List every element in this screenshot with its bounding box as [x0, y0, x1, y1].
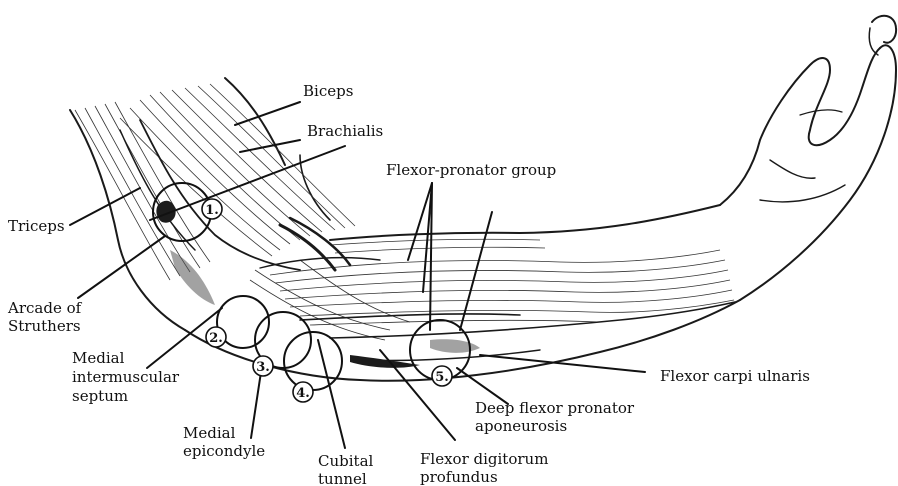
- site-ring-4: [284, 332, 342, 390]
- label-flexor-pronator-group: Flexor-pronator group: [386, 161, 556, 179]
- biceps-fibres: [120, 84, 355, 256]
- triceps-fibres: [75, 102, 210, 280]
- label-brachialis: Brachialis: [307, 122, 383, 140]
- svg-text:3.: 3.: [256, 360, 270, 375]
- label-triceps: Triceps: [8, 217, 65, 235]
- label-cubital-tunnel: Cubital tunnel: [318, 452, 378, 486]
- anatomy-labels: Biceps Brachialis Flexor-pronator group …: [7, 82, 810, 486]
- site-marker-3: 3.: [253, 356, 273, 376]
- label-medial-intermuscular-septum: Medial intermuscular septum: [72, 349, 184, 405]
- svg-text:5.: 5.: [435, 370, 449, 385]
- label-flexor-digitorum-profundus: Flexor digitorum profundus: [420, 450, 553, 486]
- site-marker-5: 5.: [432, 366, 452, 386]
- label-flexor-carpi-ulnaris: Flexor carpi ulnaris: [660, 367, 810, 385]
- site-marker-2: 2.: [206, 327, 226, 347]
- site-marker-1: 1.: [202, 199, 222, 219]
- label-biceps: Biceps: [303, 82, 353, 100]
- label-deep-flexor-pronator-aponeurosis: Deep flexor pronator aponeurosis: [475, 399, 639, 435]
- arm-illustration: [70, 16, 896, 381]
- svg-text:1.: 1.: [205, 203, 219, 218]
- svg-text:4.: 4.: [296, 386, 310, 401]
- svg-text:2.: 2.: [209, 331, 223, 346]
- label-arcade-of-struthers: Arcade of Struthers: [7, 299, 86, 335]
- site-marker-4: 4.: [293, 382, 313, 402]
- site-badges: 1. 2. 3. 4. 5.: [202, 199, 452, 402]
